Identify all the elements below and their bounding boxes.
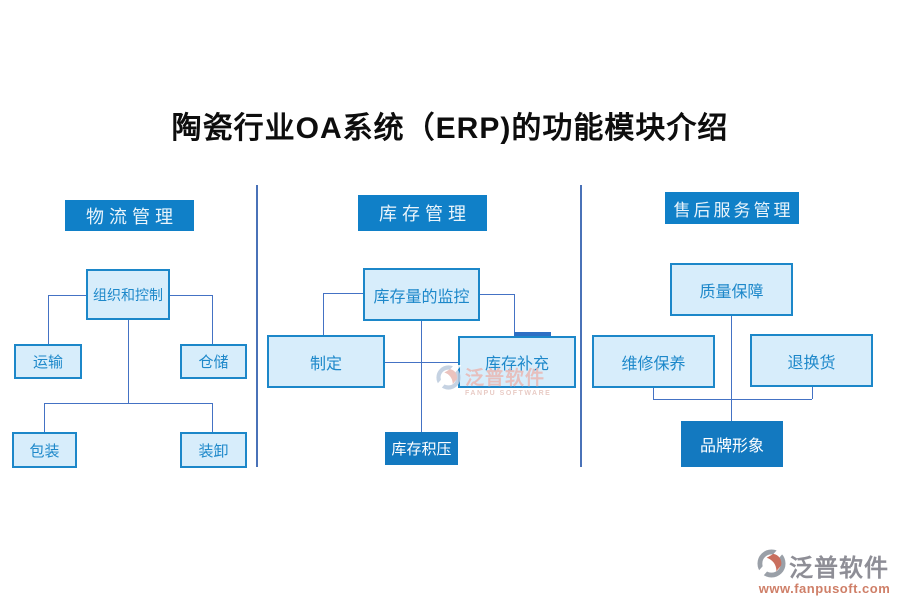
connector xyxy=(170,295,212,296)
connector xyxy=(812,387,813,399)
node-returns-exchanges: 退换货 xyxy=(750,334,873,387)
header-logistics: 物流管理 xyxy=(65,200,194,231)
connector xyxy=(48,295,49,344)
node-transport: 运输 xyxy=(14,344,82,379)
connector xyxy=(421,321,422,432)
node-organization-control: 组织和控制 xyxy=(86,269,170,320)
header-aftersales: 售后服务管理 xyxy=(665,192,799,224)
connector xyxy=(44,403,45,432)
fanpu-logo-icon xyxy=(432,361,462,395)
connector xyxy=(323,293,363,294)
logo-brand-text: 泛普软件 xyxy=(789,555,889,582)
connector xyxy=(128,320,129,403)
connector xyxy=(48,295,86,296)
connector xyxy=(514,294,515,333)
section-divider-left xyxy=(256,185,258,467)
node-inventory-monitoring: 库存量的监控 xyxy=(363,268,480,321)
watermark-brand: 泛普软件 xyxy=(465,368,546,389)
connector xyxy=(653,399,812,400)
page-title: 陶瓷行业OA系统（ERP)的功能模块介绍 xyxy=(171,112,729,145)
node-maintenance: 维修保养 xyxy=(592,335,715,388)
accent-bar xyxy=(514,332,551,337)
connector xyxy=(653,388,654,399)
node-inventory-backlog: 库存积压 xyxy=(385,432,458,465)
connector xyxy=(480,294,514,295)
watermark: 泛普软件 FANPU SOFTWARE xyxy=(432,361,552,397)
node-loading: 装卸 xyxy=(180,432,247,468)
fanpu-logo: 泛普软件 www.fanpusoft.com xyxy=(752,544,892,596)
connector xyxy=(212,403,213,432)
node-brand-image: 品牌形象 xyxy=(681,421,783,467)
section-divider-right xyxy=(580,185,582,467)
connector xyxy=(323,293,324,335)
header-inventory: 库存管理 xyxy=(358,195,487,231)
watermark-subtitle: FANPU SOFTWARE xyxy=(465,390,552,397)
node-formulate: 制定 xyxy=(267,335,385,388)
connector xyxy=(385,362,458,363)
fanpu-logo-icon xyxy=(752,544,787,583)
node-warehousing: 仓储 xyxy=(180,344,247,379)
connector xyxy=(212,295,213,344)
logo-url-text: www.fanpusoft.com xyxy=(758,581,891,596)
node-inventory-replenishment: 库存补充 xyxy=(458,336,576,388)
node-quality-assurance: 质量保障 xyxy=(670,263,793,316)
connector xyxy=(44,403,212,404)
node-packaging: 包装 xyxy=(12,432,77,468)
connector xyxy=(731,316,732,421)
